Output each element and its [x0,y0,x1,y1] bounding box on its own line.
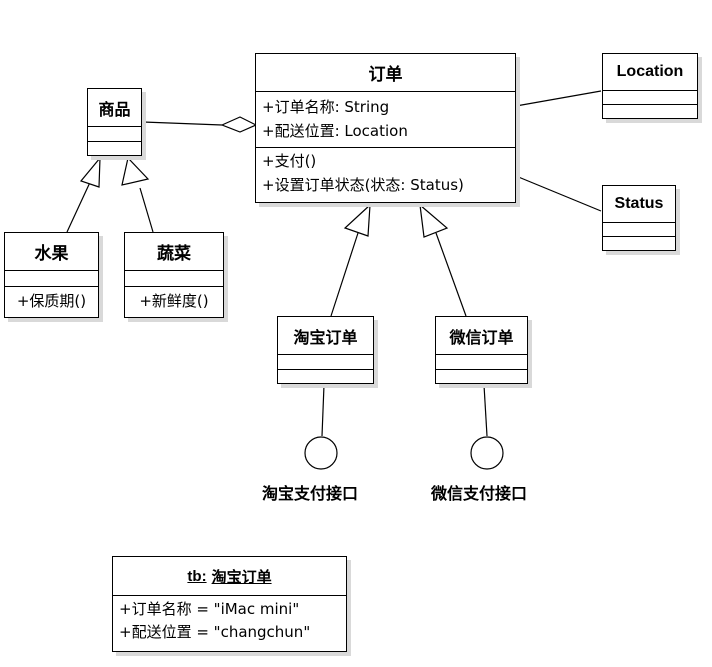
class-fruit-attributes [5,271,98,287]
fruit-generalization-line [66,177,93,233]
class-location-operations [603,105,697,118]
class-status-name: Status [603,186,675,223]
object-tb-slots: +订单名称 = "iMac mini" +配送位置 = "changchun" [113,596,346,644]
location-association-line [515,90,602,107]
wechat-interface-circle [470,436,504,470]
vegetable-generalization-line [139,187,154,233]
taobao-interface-circle [304,436,338,470]
class-fruit-op: +保质期() [16,292,87,310]
class-goods[interactable]: 商品 [87,88,142,156]
taobao-interface-stem [321,384,325,437]
object-tb-slot-location: +配送位置 = "changchun" [119,623,311,641]
class-location-attributes [603,91,697,105]
status-association-line [515,175,602,212]
wechat-interface-label: 微信支付接口 [431,484,528,503]
vegetable-generalization-arrow [121,156,150,186]
class-taobao-order-name: 淘宝订单 [278,317,373,355]
class-wechat-order-name: 微信订单 [436,317,527,355]
wechat-generalization-line [435,232,467,317]
class-status[interactable]: Status [602,185,676,251]
class-taobao-order[interactable]: 淘宝订单 [277,316,374,384]
class-order-name: 订单 [256,54,515,92]
class-order-operations: +支付() +设置订单状态(状态: Status) [256,148,515,197]
object-tb-slot-name: +订单名称 = "iMac mini" [119,600,300,618]
taobao-generalization-line [330,232,359,317]
class-taobao-order-attributes [278,355,373,370]
wechat-generalization-arrow [419,203,449,238]
class-fruit-operations: +保质期() [5,287,98,315]
class-taobao-order-operations [278,370,373,383]
class-vegetable-op: +新鲜度() [139,292,209,310]
aggregation-line [142,121,223,126]
class-fruit[interactable]: 水果 +保质期() [4,232,99,318]
class-location[interactable]: Location [602,53,698,119]
class-wechat-order-attributes [436,355,527,370]
fruit-generalization-arrow [79,156,101,188]
class-vegetable-attributes [125,271,223,287]
class-order[interactable]: 订单 +订单名称: String +配送位置: Location +支付() +… [255,53,516,203]
class-order-op-pay: +支付() [262,152,317,170]
class-vegetable-name: 蔬菜 [125,233,223,271]
wechat-interface-stem [483,384,488,437]
class-status-operations [603,237,675,250]
class-order-attributes: +订单名称: String +配送位置: Location [256,92,515,148]
class-order-attr-location: +配送位置: Location [262,122,408,140]
aggregation-diamond [220,116,258,133]
object-tb[interactable]: tb:淘宝订单 +订单名称 = "iMac mini" +配送位置 = "cha… [112,556,347,652]
class-goods-name: 商品 [88,89,141,127]
class-location-name: Location [603,54,697,91]
class-fruit-name: 水果 [5,233,98,271]
class-order-attr-name: +订单名称: String [262,98,390,116]
taobao-generalization-arrow [343,203,371,237]
class-wechat-order[interactable]: 微信订单 [435,316,528,384]
class-wechat-order-operations [436,370,527,383]
taobao-interface-label: 淘宝支付接口 [262,484,359,503]
class-order-op-set-status: +设置订单状态(状态: Status) [262,176,464,194]
object-tb-title-class: 淘宝订单 [211,567,272,586]
object-tb-title: tb:淘宝订单 [113,557,346,596]
class-goods-operations [88,142,141,155]
object-tb-title-prefix: tb: [187,567,207,585]
class-vegetable-operations: +新鲜度() [125,287,223,315]
class-status-attributes [603,223,675,237]
class-vegetable[interactable]: 蔬菜 +新鲜度() [124,232,224,318]
class-goods-attributes [88,127,141,142]
